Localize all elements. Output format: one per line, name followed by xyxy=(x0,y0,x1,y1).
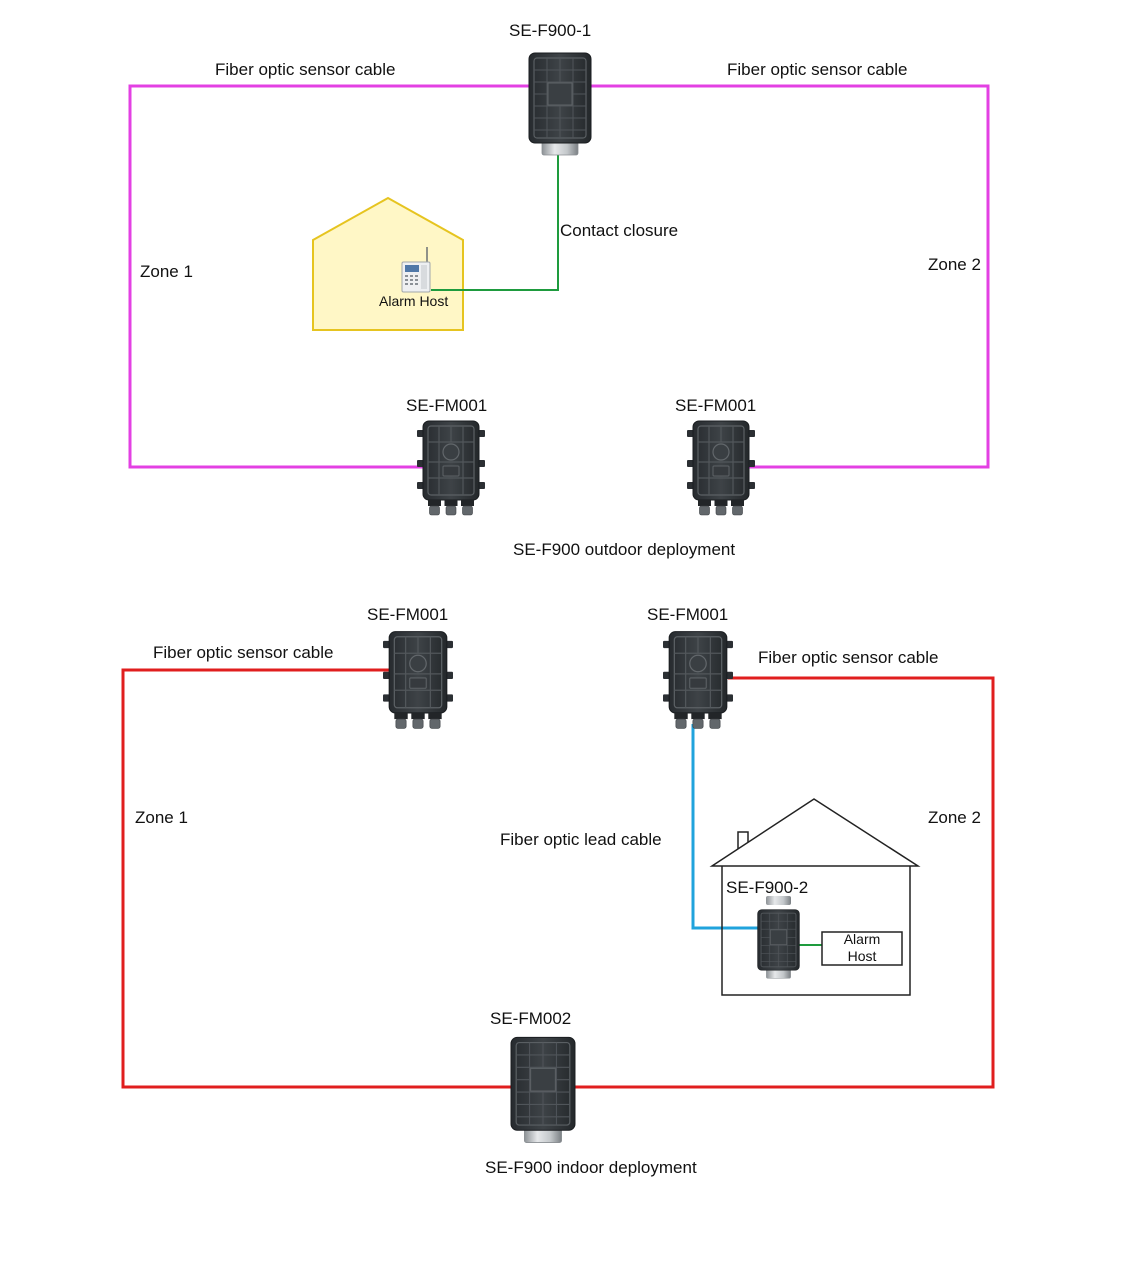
outdoor-deployment-caption: SE-F900 outdoor deployment xyxy=(513,540,735,559)
indoor-cable-right-label: Fiber optic sensor cable xyxy=(758,648,938,667)
outdoor-sensor-cable-zone-1 xyxy=(128,84,535,469)
indoor-zone-2-label: Zone 2 xyxy=(928,808,981,827)
fiber-optic-lead-cable xyxy=(691,724,762,930)
se-fm001-module-right-device xyxy=(687,420,755,516)
fiber-optic-lead-cable-label: Fiber optic lead cable xyxy=(500,830,662,849)
indoor-building-outline xyxy=(709,798,921,996)
outdoor-alarm-host-label: Alarm Host xyxy=(379,293,448,309)
indoor-sensor-cable-zone-2 xyxy=(570,676,995,1089)
outdoor-zone-2-label: Zone 2 xyxy=(928,255,981,274)
indoor-se-fm001-module-right-device xyxy=(663,630,733,730)
alarm-host-label-line-2: Host xyxy=(848,948,877,964)
se-fm002-label: SE-FM002 xyxy=(490,1009,571,1028)
indoor-se-fm001-left-label: SE-FM001 xyxy=(367,605,448,624)
outdoor-cable-left-label: Fiber optic sensor cable xyxy=(215,60,395,79)
chimney-icon xyxy=(737,831,749,849)
outdoor-se-fm001-right-label: SE-FM001 xyxy=(675,396,756,415)
se-f900-2-controller-device xyxy=(757,909,800,979)
indoor-zone-1-label: Zone 1 xyxy=(135,808,188,827)
se-f900-1-controller-device xyxy=(528,52,592,156)
contact-closure-wire xyxy=(431,150,559,291)
indoor-deployment-caption: SE-F900 indoor deployment xyxy=(485,1158,697,1177)
indoor-alarm-host-box: Alarm Host xyxy=(821,931,903,966)
se-fm001-module-left-device xyxy=(417,420,485,516)
indoor-sensor-cable-zone-1 xyxy=(121,668,515,1089)
outdoor-zone-1-label: Zone 1 xyxy=(140,262,193,281)
indoor-se-fm001-module-left-device xyxy=(383,630,453,730)
outdoor-sensor-cable-zone-2 xyxy=(585,84,990,469)
outdoor-deployment-diagram: SE-F900-1 Fiber optic sensor cable Fiber… xyxy=(128,21,990,559)
outdoor-se-fm001-left-label: SE-FM001 xyxy=(406,396,487,415)
se-f900-2-label: SE-F900-2 xyxy=(726,878,808,897)
alarm-host-label-line-1: Alarm xyxy=(844,931,881,947)
contact-closure-label: Contact closure xyxy=(560,221,678,240)
indoor-deployment-diagram: Alarm Host SE-FM001 SE-FM001 Fiber optic… xyxy=(121,605,995,1177)
se-f900-2-top-fitting xyxy=(766,896,791,905)
se-fm002-terminal-device xyxy=(510,1036,576,1144)
alarm-host-icon xyxy=(401,247,431,293)
indoor-cable-left-label: Fiber optic sensor cable xyxy=(153,643,333,662)
outdoor-cable-right-label: Fiber optic sensor cable xyxy=(727,60,907,79)
indoor-se-fm001-right-label: SE-FM001 xyxy=(647,605,728,624)
se-f900-1-label: SE-F900-1 xyxy=(509,21,591,40)
outdoor-building xyxy=(312,196,464,331)
